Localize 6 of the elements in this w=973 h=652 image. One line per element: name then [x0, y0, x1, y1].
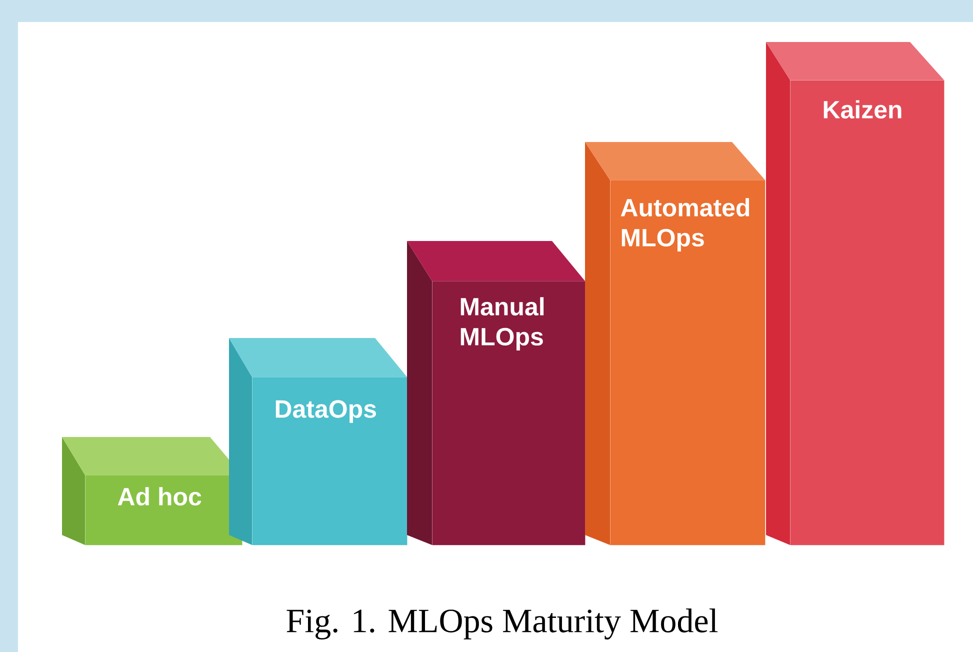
- bar: Manual MLOps: [407, 240, 586, 546]
- bar: Automated MLOps: [585, 142, 766, 546]
- caption: Fig. 1. MLOps Maturity Model: [286, 608, 718, 640]
- bar: DataOps: [229, 338, 408, 546]
- bar: Kaizen: [766, 42, 944, 546]
- bar: Ad hoc: [62, 436, 242, 546]
